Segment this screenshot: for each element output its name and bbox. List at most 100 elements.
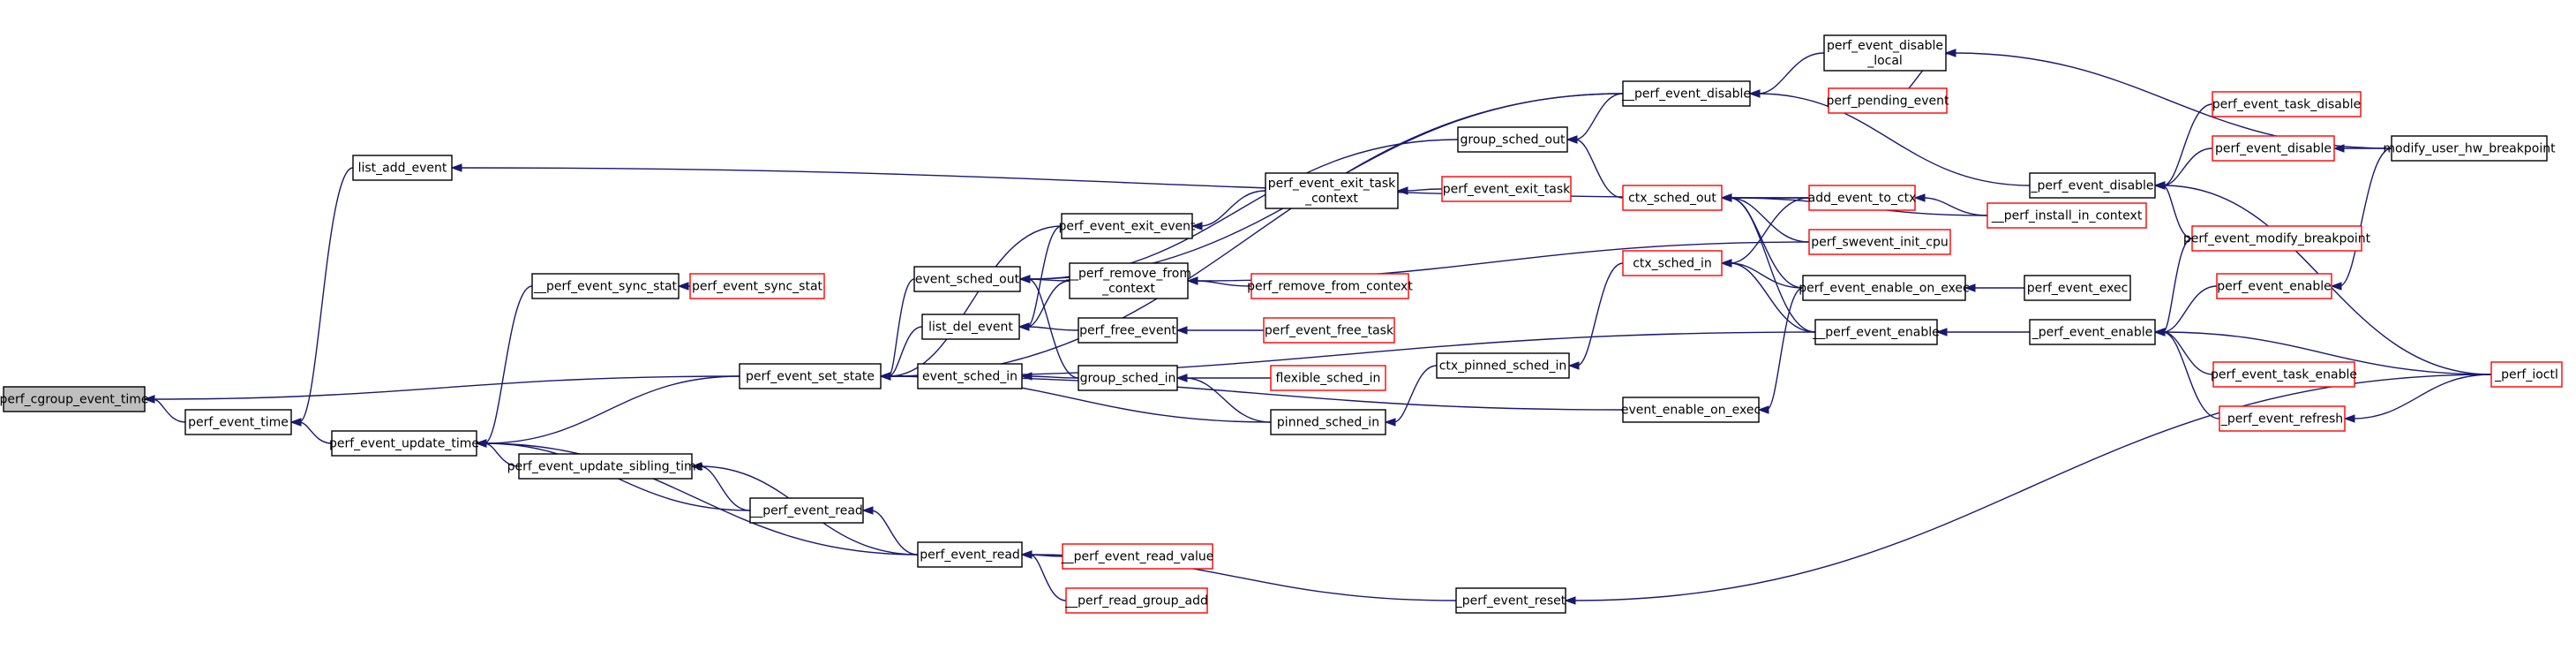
node-list-add-event[interactable]: list_add_event [352,155,453,181]
node-label: __perf_event_read_value [1061,550,1214,564]
node-perf-event-set-state[interactable]: perf_event_set_state [739,363,882,389]
node-label: ctx_pinned_sched_in [1439,359,1567,374]
node-perf-event-disable[interactable]: __perf_event_disable [1621,80,1751,107]
node-ctx-pinned-sched-in[interactable]: ctx_pinned_sched_in [1436,352,1570,379]
node-perf-event-enable-on-exec[interactable]: perf_event_enable_on_exec [1799,275,1970,301]
node-perf-event-exit-task[interactable]: perf_event_exit_task [1441,176,1572,202]
node-perf-event-disable[interactable]: perf_event_disable [2212,135,2335,162]
node-box [2212,91,2362,117]
node-perf-event-exit-task-context[interactable]: perf_event_exit_task_context [1265,172,1399,209]
node-perf-event-update-time[interactable]: perf_event_update_time [329,430,479,457]
edge-line [1729,262,1816,333]
edge-n43-n48 [2332,144,2392,153]
node-perf-read-group-add[interactable]: __perf_read_group_add [1064,587,1208,614]
node-perf-event-enable[interactable]: __perf_event_enable [1812,319,1940,345]
edge-line [1757,52,1825,94]
node-box [1065,587,1208,614]
node-event-sched-in[interactable]: event_sched_in [917,363,1023,389]
node-perf-event-read[interactable]: perf_event_read [917,541,1023,568]
node-perf-event-exec[interactable]: perf_event_exec [2024,275,2131,301]
node-perf-remove-from-context[interactable]: __perf_remove_from_context [1065,262,1191,299]
node-label: perf_event_free_task [1265,324,1394,338]
node-perf-event-enable[interactable]: _perf_event_enable [2029,319,2156,345]
edge-arrowhead [1964,283,1976,292]
node-perf-swevent-init-cpu[interactable]: perf_swevent_init_cpu [1808,229,1951,255]
node-modify-user-hw-breakpoint[interactable]: modify_user_hw_breakpoint [2383,135,2556,162]
edge-arrowhead [1748,89,1761,98]
node-box [1986,202,2147,229]
node-box [1270,365,1386,391]
node-box [2024,275,2131,301]
node-event-sched-out[interactable]: event_sched_out [913,266,1021,292]
node-label: list_del_event [928,321,1013,335]
edge-line [1729,197,1810,264]
node-perf-event-free-task[interactable]: perf_event_free_task [1263,317,1395,344]
node-perf-event-sync-stat[interactable]: __perf_event_sync_stat [531,273,680,299]
node-perf-ioctl[interactable]: _perf_ioctl [2490,361,2563,388]
node-box [518,453,693,480]
node-label: flexible_sched_in [1276,372,1381,386]
node-box [1062,543,1213,570]
node-label: __perf_remove_from [1065,267,1191,281]
node-perf-event-refresh[interactable]: _perf_event_refresh [2219,405,2346,432]
node-list-del-event[interactable]: list_del_event [921,314,1020,340]
edge-n40-n42 [2153,103,2213,190]
node-perf-event-task-disable[interactable]: perf_event_task_disable [2212,91,2362,117]
node-perf-event-time[interactable]: perf_event_time [184,409,292,435]
node-perf-event-disable-local[interactable]: perf_event_disable_local [1823,34,1947,72]
node-label: event_enable_on_exec [1621,404,1761,418]
node-box [2391,135,2548,162]
node-perf-event-task-enable[interactable]: perf_event_task_enable [2211,361,2357,388]
edge-n15-n21 [1175,326,1265,335]
edge-n03-n04 [475,285,533,448]
node-perf-free-event[interactable]: perf_free_event [1078,317,1178,344]
node-perf-event-read-value[interactable]: __perf_event_read_value [1061,543,1214,570]
node-box [1078,317,1178,344]
node-perf-event-reset[interactable]: _perf_event_reset [1455,587,1566,614]
node-ctx-sched-in[interactable]: ctx_sched_in [1622,250,1723,276]
edge-line [2162,238,2193,333]
edge-line [298,421,333,444]
edge-n03-n06 [475,375,740,448]
node-event-enable-on-exec[interactable]: event_enable_on_exec [1621,397,1761,423]
node-ctx-sched-out[interactable]: ctx_sched_out [1622,185,1723,211]
node-perf-remove-from-context[interactable]: perf_remove_from_context [1247,273,1413,299]
node-pinned-sched-in[interactable]: pinned_sched_in [1270,409,1386,435]
node-group-sched-out[interactable]: group_sched_out [1457,126,1568,153]
node-perf-event-update-sibling-time[interactable]: perf_event_update_sibling_time [507,453,704,480]
node-label: ctx_sched_out [1628,192,1716,206]
node-label: perf_event_set_state [746,370,875,384]
node-label: perf_event_update_sibling_time [507,460,704,474]
edge-line [1184,377,1272,423]
edge-line [2339,147,2392,287]
node-box [913,266,1021,292]
node-perf-event-exit-event[interactable]: perf_event_exit_event [1059,213,1196,239]
edge-line [484,442,520,467]
edge-line [1027,139,1459,280]
edge-line [1757,93,2031,186]
node-group-sched-in[interactable]: group_sched_in [1078,365,1178,391]
node-label: __perf_event_disable [1621,87,1751,102]
edge-n08-n18 [1020,550,1067,601]
node-perf-install-in-context[interactable]: __perf_install_in_context [1986,202,2147,229]
edge-arrowhead [2332,144,2345,153]
node-perf-cgroup-event-time[interactable]: perf_cgroup_event_time [0,386,149,412]
node-perf-event-read[interactable]: __perf_event_read [749,497,864,524]
edge-arrowhead [861,506,874,515]
node-label: perf_event_read [920,548,1020,563]
edge-arrowhead [879,372,891,381]
edge-line [1026,326,1079,331]
node-perf-event-disable[interactable]: _perf_event_disable [2029,172,2156,199]
node-box [2216,273,2332,299]
node-box [1265,172,1399,209]
node-perf-event-modify-breakpoint[interactable]: perf_event_modify_breakpoint [2183,225,2371,252]
node-add-event-to-ctx[interactable]: add_event_to_ctx [1808,185,1917,211]
edge-arrowhead [1018,275,1031,283]
node-box [1078,365,1178,391]
node-perf-pending-event[interactable]: perf_pending_event [1827,87,1949,114]
node-perf-event-sync-stat[interactable]: perf_event_sync_stat [689,273,825,299]
edge-n24-n29 [1566,135,1624,199]
edge-line [888,326,923,377]
node-flexible-sched-in[interactable]: flexible_sched_in [1270,365,1386,391]
node-perf-event-enable[interactable]: perf_event_enable [2216,273,2332,299]
